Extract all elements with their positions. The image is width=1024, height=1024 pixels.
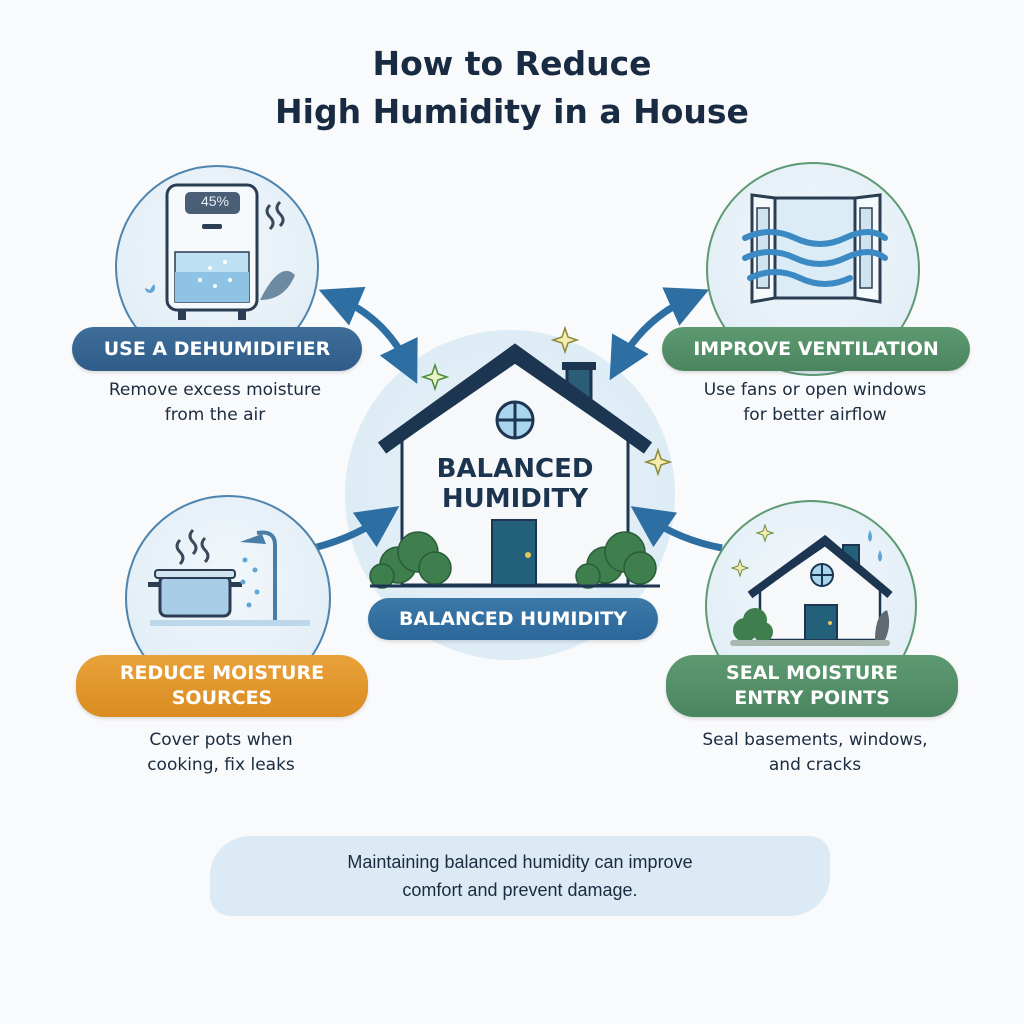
footer-brush-background <box>210 836 830 916</box>
sealed-house-icon <box>730 523 893 646</box>
balanced-house-icon <box>369 325 673 589</box>
steaming-pot-shower-icon <box>148 528 310 626</box>
tip-label-dehumidifier: USE A DEHUMIDIFIER <box>72 327 362 371</box>
house-label: BALANCED HUMIDITY <box>400 454 630 514</box>
page-title: How to Reduce High Humidity in a House <box>0 40 1024 136</box>
tip-description-reduce-moisture: Cover pots when cooking, fix leaks <box>147 730 295 775</box>
house-label-line-1: BALANCED <box>436 454 594 484</box>
tip-description-seal-entry: Seal basements, windows, and cracks <box>702 730 928 775</box>
tip-label-seal-entry: SEAL MOISTURE ENTRY POINTS <box>666 655 958 717</box>
tip-description-dehumidifier: Remove excess moisture from the air <box>108 380 322 425</box>
tip-label-ventilation: IMPROVE VENTILATION <box>662 327 970 371</box>
dehumidifier-display-value: 45% <box>200 193 230 209</box>
footer-note: Maintaining balanced humidity can improv… <box>347 852 693 900</box>
tip-label-reduce-moisture: REDUCE MOISTURE SOURCES <box>76 655 368 717</box>
house-label-line-2: HUMIDITY <box>441 484 589 514</box>
open-window-icon <box>742 193 888 304</box>
tip-description-ventilation: Use fans or open windows for better airf… <box>703 380 927 425</box>
dehumidifier-icon <box>145 183 295 320</box>
balanced-humidity-pill: BALANCED HUMIDITY <box>368 598 658 640</box>
title-line-2: High Humidity in a House <box>275 92 749 131</box>
arrow-dehumidifier <box>318 286 418 384</box>
title-line-1: How to Reduce <box>372 44 652 83</box>
arrow-seal-entry <box>630 506 723 552</box>
arrow-ventilation <box>609 287 710 381</box>
